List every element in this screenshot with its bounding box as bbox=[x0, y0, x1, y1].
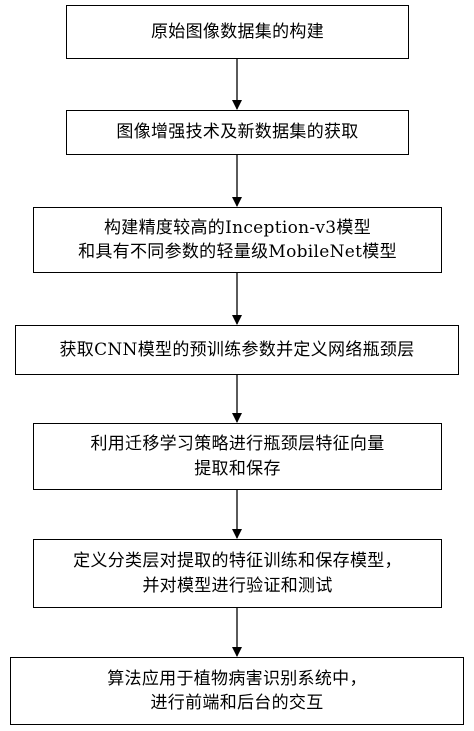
step-box-1: 原始图像数据集的构建 bbox=[66, 5, 409, 59]
step-6-line-1: 定义分类层对提取的特征训练和保存模型， bbox=[73, 551, 402, 572]
step-6-line-2: 并对模型进行验证和测试 bbox=[142, 575, 333, 596]
step-7-line-2: 进行前端和后台的交互 bbox=[150, 693, 324, 713]
step-3-line-1: 构建精度较高的Inception-v3模型 bbox=[103, 217, 372, 238]
step-4-line-1: 获取CNN模型的预训练参数并定义网络瓶颈层 bbox=[59, 339, 415, 360]
step-box-7: 算法应用于植物病害识别系统中， 进行前端和后台的交互 bbox=[10, 657, 464, 725]
step-box-3: 构建精度较高的Inception-v3模型 和具有不同参数的轻量级MobileN… bbox=[33, 207, 442, 273]
step-2-line-1: 图像增强技术及新数据集的获取 bbox=[116, 122, 359, 143]
step-box-4: 获取CNN模型的预训练参数并定义网络瓶颈层 bbox=[15, 325, 459, 375]
step-7-line-1: 算法应用于植物病害识别系统中， bbox=[107, 668, 367, 689]
step-5-line-1: 利用迁移学习策略进行瓶颈层特征向量 bbox=[90, 434, 385, 455]
step-5-line-2: 提取和保存 bbox=[194, 458, 281, 479]
step-box-6: 定义分类层对提取的特征训练和保存模型， 并对模型进行验证和测试 bbox=[33, 539, 442, 608]
step-box-2: 图像增强技术及新数据集的获取 bbox=[66, 110, 409, 155]
step-1-line-1: 原始图像数据集的构建 bbox=[151, 21, 324, 42]
step-3-line-2: 和具有不同参数的轻量级MobileNet模型 bbox=[78, 242, 397, 262]
step-box-5: 利用迁移学习策略进行瓶颈层特征向量 提取和保存 bbox=[33, 423, 442, 490]
